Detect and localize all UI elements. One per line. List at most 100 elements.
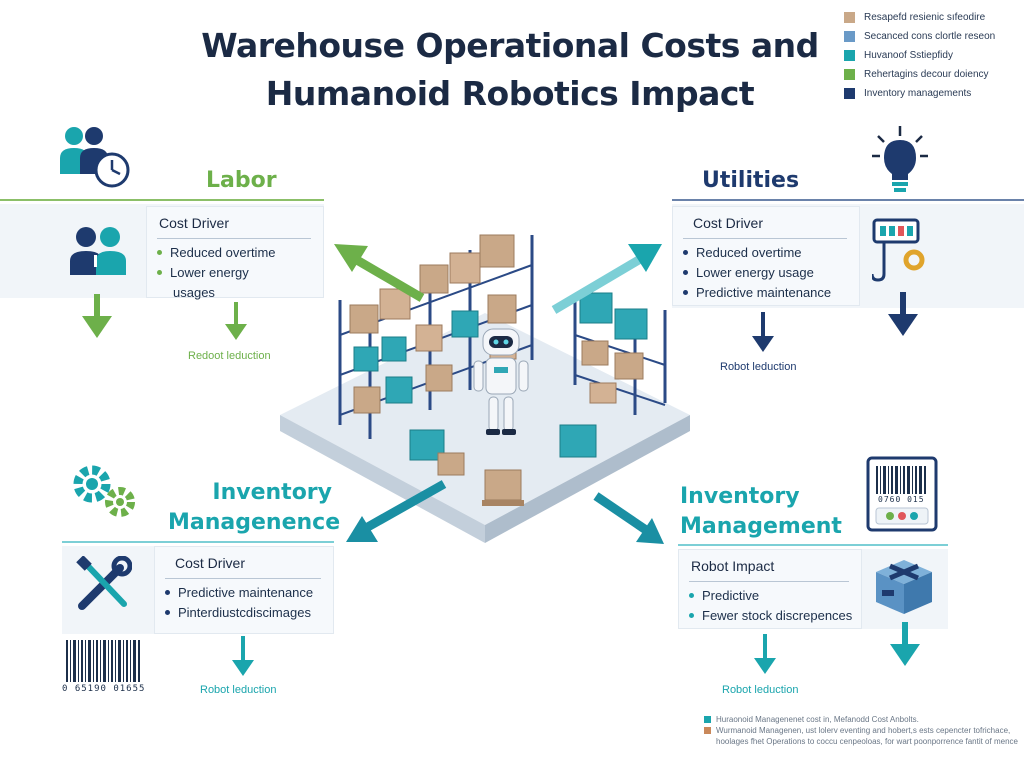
gears-icon bbox=[73, 465, 135, 517]
card-heading: Cost Driver bbox=[159, 215, 230, 231]
bullet-text: usages bbox=[173, 285, 215, 300]
list-item: Pinterdiustcdiscimages bbox=[163, 603, 327, 623]
legend-label: Huvanoof Sstiepfidy bbox=[864, 50, 953, 61]
inventory-left-title: Inventory Managenence bbox=[168, 478, 341, 538]
arrow-up-left-icon bbox=[334, 244, 425, 302]
label-number: 0760 015 bbox=[878, 495, 925, 504]
bullet-text: Fewer stock discrepences bbox=[702, 608, 853, 623]
bullet-list: Predictive Fewer stock discrepences bbox=[687, 586, 855, 626]
card-heading: Robot Impact bbox=[691, 558, 775, 574]
barcode-icon bbox=[66, 640, 140, 682]
bullet-text: Reduced overtime bbox=[696, 245, 802, 260]
list-item: Lower energy bbox=[155, 263, 317, 283]
workers-icon bbox=[70, 227, 126, 275]
card-heading: Cost Driver bbox=[693, 215, 764, 231]
meter-gear-icon bbox=[872, 218, 925, 282]
arrow-down-icon bbox=[82, 294, 112, 338]
arrow-down-right-icon bbox=[593, 492, 664, 544]
utilities-card: Cost Driver Reduced overtime Lower energ… bbox=[672, 206, 860, 306]
inventory-right-title: Inventory Management bbox=[680, 482, 842, 542]
list-item: usages bbox=[155, 283, 317, 303]
bullet-list: Reduced overtime Lower energy usage Pred… bbox=[681, 243, 853, 303]
title-line: Management bbox=[680, 514, 842, 539]
footnote-swatch bbox=[704, 716, 711, 723]
divider bbox=[683, 238, 847, 239]
floor-boxes bbox=[409, 424, 597, 506]
title-line: Managenence bbox=[168, 510, 341, 535]
footnote-row: Huraonoid Managenenet cost in, Mefanodd … bbox=[704, 714, 1020, 725]
legend-item: Huvanoof Sstiepfidy bbox=[844, 46, 1020, 65]
footnote-row: hoolages fhet Operations to coccu cenpeo… bbox=[704, 736, 1020, 747]
legend-label: Rehertagins decour doiency bbox=[864, 69, 989, 80]
title-line-1: Warehouse Operational Costs and bbox=[201, 26, 819, 65]
footnote-swatch bbox=[704, 727, 711, 734]
list-item: Predictive maintenance bbox=[681, 283, 853, 303]
list-item: Reduced overtime bbox=[155, 243, 317, 263]
footnote-text: Huraonoid Managenenet cost in, Mefanodd … bbox=[716, 715, 919, 724]
legend-item: Resapefd resienic sıfeodire bbox=[844, 8, 1020, 27]
legend: Resapefd resienic sıfeodire Secanced con… bbox=[844, 8, 1020, 103]
reduction-label: Robot leduction bbox=[200, 684, 277, 696]
bullet-list: Reduced overtime Lower energy usages bbox=[155, 243, 317, 303]
reduction-label: Redoot leduction bbox=[188, 350, 271, 362]
bullet-text: Reduced overtime bbox=[170, 245, 276, 260]
lightbulb-icon bbox=[872, 126, 928, 192]
arrow-down-icon bbox=[232, 636, 254, 676]
legend-label: Secanced cons clortle reseon bbox=[864, 31, 996, 42]
warehouse-illustration bbox=[280, 234, 690, 543]
warehouse-floor bbox=[280, 313, 690, 525]
list-item: Lower energy usage bbox=[681, 263, 853, 283]
arrow-up-right-icon bbox=[551, 244, 662, 314]
legend-swatch bbox=[844, 50, 855, 61]
inventory-left-card: Cost Driver Predictive maintenance Pinte… bbox=[154, 546, 334, 634]
legend-item: Inventory managements bbox=[844, 84, 1020, 103]
list-item: Reduced overtime bbox=[681, 243, 853, 263]
footnote-row: Wurmanoid Managenen, ust lolerv eventing… bbox=[704, 725, 1020, 736]
arrow-down-left-icon bbox=[346, 480, 447, 542]
wrench-screwdriver-icon bbox=[76, 556, 132, 610]
barcode-label-icon bbox=[866, 456, 938, 532]
arrow-down-icon bbox=[752, 312, 774, 352]
bullet-text: Predictive maintenance bbox=[696, 285, 832, 300]
labor-card: Cost Driver Reduced overtime Lower energ… bbox=[146, 206, 324, 300]
bullet-text: Predictive bbox=[702, 588, 760, 603]
reduction-label: Robot leduction bbox=[720, 361, 797, 373]
arrow-down-icon bbox=[754, 634, 776, 674]
divider bbox=[157, 238, 311, 239]
footnote-text: hoolages fhet Operations to coccu cenpeo… bbox=[716, 737, 1018, 746]
card-heading: Cost Driver bbox=[175, 555, 246, 571]
divider bbox=[689, 581, 849, 582]
bullet-list: Predictive maintenance Pinterdiustcdisci… bbox=[163, 583, 327, 623]
bullet-text: Pinterdiustcdiscimages bbox=[178, 605, 311, 620]
legend-item: Secanced cons clortle reseon bbox=[844, 27, 1020, 46]
legend-swatch bbox=[844, 12, 855, 23]
humanoid-robot-icon bbox=[473, 328, 529, 435]
legend-swatch bbox=[844, 88, 855, 99]
labor-title: Labor bbox=[206, 168, 277, 193]
divider bbox=[678, 544, 948, 546]
legend-swatch bbox=[844, 69, 855, 80]
storage-rack-right bbox=[573, 292, 667, 415]
arrow-down-icon bbox=[225, 302, 247, 340]
divider bbox=[165, 578, 321, 579]
footnote-text: Wurmanoid Managenen, ust lolerv eventing… bbox=[716, 726, 1011, 735]
divider bbox=[672, 199, 1024, 201]
people-clock-icon bbox=[60, 127, 130, 188]
footnotes: Huraonoid Managenenet cost in, Mefanodd … bbox=[704, 714, 1020, 747]
utilities-title: Utilities bbox=[702, 168, 800, 193]
divider bbox=[62, 541, 334, 543]
package-box-icon bbox=[876, 560, 932, 614]
barcode-number: 0 65190 01655 bbox=[62, 684, 146, 694]
bullet-text: Lower energy usage bbox=[696, 265, 814, 280]
legend-label: Resapefd resienic sıfeodire bbox=[864, 12, 986, 23]
cardboard-boxes bbox=[349, 234, 517, 414]
divider bbox=[0, 199, 324, 201]
page-title: Warehouse Operational Costs and Humanoid… bbox=[180, 22, 840, 118]
legend-swatch bbox=[844, 31, 855, 42]
list-item: Fewer stock discrepences bbox=[687, 606, 855, 626]
arrow-down-icon bbox=[888, 292, 918, 336]
list-item: Predictive maintenance bbox=[163, 583, 327, 603]
reduction-label: Robot leduction bbox=[722, 684, 799, 696]
legend-item: Rehertagins decour doiency bbox=[844, 65, 1020, 84]
list-item: Predictive bbox=[687, 586, 855, 606]
